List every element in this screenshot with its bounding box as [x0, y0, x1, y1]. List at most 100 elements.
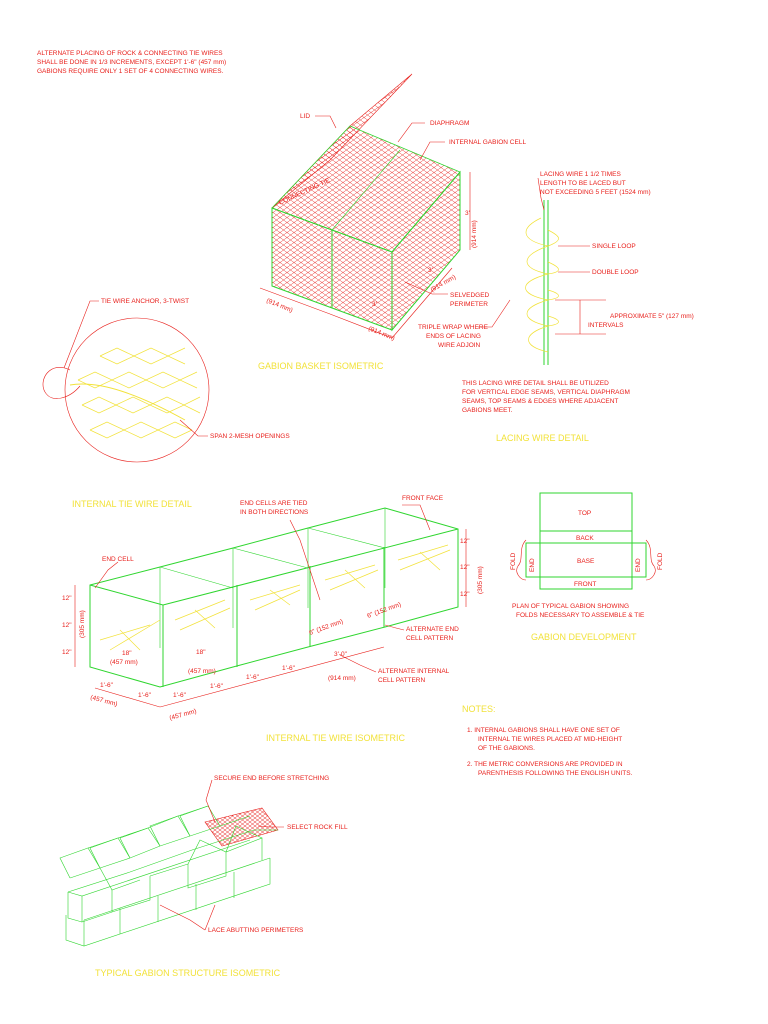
lacing-wire-detail: LACING WIRE 1 1/2 TIMES LENGTH TO BE LAC… — [462, 171, 694, 443]
label-lid: LID — [300, 113, 310, 120]
label-alt-end-2: CELL PATTERN — [406, 635, 454, 642]
dev-label-fold-right: FOLD — [657, 552, 664, 570]
dim-914-d: (914 mm) — [471, 220, 478, 248]
dev-label-end-right: END — [635, 558, 642, 572]
label-tie-anchor: TIE WIRE ANCHOR, 3-TWIST — [101, 298, 189, 305]
basket-end-face — [391, 170, 461, 332]
dim-18-a: 18" — [122, 650, 132, 657]
dim-3ft-b: 3' — [428, 267, 433, 274]
dev-end-left — [525, 542, 541, 578]
label-end-cells-2: IN BOTH DIRECTIONS — [240, 509, 309, 516]
label-alt-internal-1: ALTERNATE INTERNAL — [378, 668, 450, 675]
label-end-cells-1: END CELLS ARE TIED — [240, 500, 308, 507]
dim-914-a: (914 mm) — [265, 297, 293, 314]
notes-title: NOTES: — [462, 704, 496, 714]
gabion-development: TOP BACK BASE FRONT END END FOLD FOLD PL… — [510, 492, 664, 642]
tie-iso-outline — [89, 507, 459, 688]
dim-1-6-d: 1'-6" — [210, 683, 224, 690]
header-note-line-1: ALTERNATE PLACING OF ROCK & CONNECTING T… — [37, 50, 223, 57]
dim-457-d: (457 mm) — [169, 708, 198, 722]
label-intervals: INTERVALS — [588, 322, 624, 329]
dim-3ft-c: 3' — [465, 210, 470, 217]
lacing-note-3: SEAMS, TOP SEAMS & EDGES WHERE ADJACENT — [462, 398, 618, 405]
header-note: ALTERNATE PLACING OF ROCK & CONNECTING T… — [37, 50, 226, 75]
dim-457-c: (457 mm) — [89, 694, 118, 708]
dim-12-b: 12" — [62, 622, 72, 629]
label-alt-internal-2: CELL PATTERN — [378, 677, 426, 684]
dev-label-base: BASE — [577, 558, 595, 565]
note-1-line-2: INTERNAL TIE WIRES PLACED AT MID-HEIGHT — [478, 736, 622, 743]
label-triple-wrap-1: TRIPLE WRAP WHERE — [418, 324, 489, 331]
dim-914-tie: (914 mm) — [328, 675, 356, 682]
gabion-structure-isometric: SECURE END BEFORE STRETCHING SELECT ROCK… — [59, 775, 348, 978]
dim-12-d: 12" — [460, 538, 470, 545]
dim-12-c: 12" — [62, 649, 72, 656]
dim-12-e: 12" — [460, 564, 470, 571]
gabion-basket-isometric: LID DIAPHRAGM INTERNAL GABION CELL CONNE… — [258, 73, 526, 371]
label-secure-end: SECURE END BEFORE STRETCHING — [214, 775, 329, 782]
dim-1-6-b: 1'-6" — [138, 692, 152, 699]
dev-label-front: FRONT — [574, 581, 596, 588]
label-alt-end-1: ALTERNATE END — [406, 626, 459, 633]
title-gabion-development: GABION DEVELOPMENT — [531, 632, 637, 642]
label-selvedged-1: SELVEDGED — [450, 292, 490, 299]
dim-1-6-c: 1'-6" — [173, 692, 187, 699]
label-triple-wrap-3: WIRE ADJOIN — [438, 342, 481, 349]
label-lacing-note-2: LENGTH TO BE LACED BUT — [540, 180, 626, 187]
dim-3-0: 3'-0" — [334, 651, 348, 658]
dim-1-6-a: 1'-6" — [100, 682, 114, 689]
dev-caption-1: PLAN OF TYPICAL GABION SHOWING — [512, 603, 629, 610]
dim-12-a: 12" — [62, 595, 72, 602]
note-1-line-3: OF THE GABIONS. — [478, 745, 535, 752]
label-lacing-note-1: LACING WIRE 1 1/2 TIMES — [540, 171, 621, 178]
header-note-line-3: GABIONS REQUIRE ONLY 1 SET OF 4 CONNECTI… — [37, 68, 224, 75]
dim-1-6-f: 1'-6" — [282, 665, 296, 672]
label-front-face: FRONT FACE — [402, 495, 444, 502]
label-end-cell: END CELL — [102, 556, 134, 563]
dev-label-top: TOP — [578, 510, 591, 517]
dim-305-a: (305 mm) — [79, 610, 86, 638]
dev-end-right — [631, 542, 647, 578]
dim-6-a: 6" (152 mm) — [308, 618, 344, 637]
label-internal-cell: INTERNAL GABION CELL — [449, 139, 526, 146]
dim-1-6-e: 1'-6" — [246, 674, 260, 681]
note-2-line-1: 2. THE METRIC CONVERSIONS ARE PROVIDED I… — [467, 761, 623, 768]
label-span-openings: SPAN 2-MESH OPENINGS — [210, 433, 290, 440]
label-rock-fill: SELECT ROCK FILL — [287, 824, 348, 831]
dev-caption-2: FOLDS NECESSARY TO ASSEMBLE & TIE — [516, 612, 645, 619]
title-tie-wire-detail: INTERNAL TIE WIRE DETAIL — [72, 499, 192, 509]
dev-label-end-left: END — [529, 558, 536, 572]
label-double-loop: DOUBLE LOOP — [592, 269, 639, 276]
label-diaphragm: DIAPHRAGM — [430, 120, 469, 127]
title-lacing-wire: LACING WIRE DETAIL — [496, 433, 589, 443]
dim-18-b: 18" — [196, 649, 206, 656]
title-tie-wire-isometric: INTERNAL TIE WIRE ISOMETRIC — [266, 733, 406, 743]
label-approx-5in: APPROXIMATE 5" (127 mm) — [610, 313, 694, 320]
lacing-note-4: GABIONS MEET. — [462, 407, 513, 414]
dim-457-b: (457 mm) — [188, 668, 216, 675]
dim-305-b: (305 mm) — [477, 566, 484, 594]
dim-3ft-a: 3' — [372, 301, 377, 308]
tie-detail-circle — [64, 317, 210, 463]
label-selvedged-2: PERIMETER — [450, 301, 488, 308]
lacing-wire-coil — [525, 217, 550, 353]
dim-12-f: 12" — [460, 591, 470, 598]
internal-tie-wire-isometric: END CELL END CELLS ARE TIED IN BOTH DIRE… — [62, 495, 484, 743]
internal-tie-wire-detail: TIE WIRE ANCHOR, 3-TWIST SPAN 2-MESH OPE… — [42, 298, 290, 509]
label-single-loop: SINGLE LOOP — [592, 243, 636, 250]
lacing-note-1: THIS LACING WIRE DETAIL SHALL BE UTILIZE… — [462, 380, 609, 387]
title-gabion-basket: GABION BASKET ISOMETRIC — [258, 361, 384, 371]
header-note-line-2: SHALL BE DONE IN 1/3 INCREMENTS, EXCEPT … — [37, 59, 226, 66]
lacing-note-2: FOR VERTICAL EDGE SEAMS, VERTICAL DIAPHR… — [462, 389, 630, 396]
notes: NOTES: 1. INTERNAL GABIONS SHALL HAVE ON… — [462, 704, 633, 777]
dev-label-back: BACK — [576, 535, 594, 542]
label-triple-wrap-2: ENDS OF LACING — [426, 333, 481, 340]
dim-457-a: (457 mm) — [110, 659, 138, 666]
label-lacing-note-3: NOT EXCEEDING 5 FEET (1524 mm) — [540, 189, 651, 196]
dev-label-fold-left: FOLD — [510, 552, 517, 570]
dev-front — [539, 576, 633, 590]
title-gabion-structure: TYPICAL GABION STRUCTURE ISOMETRIC — [95, 968, 281, 978]
note-1-line-1: 1. INTERNAL GABIONS SHALL HAVE ONE SET O… — [467, 727, 620, 734]
label-lace-perimeters: LACE ABUTTING PERIMETERS — [208, 927, 304, 934]
